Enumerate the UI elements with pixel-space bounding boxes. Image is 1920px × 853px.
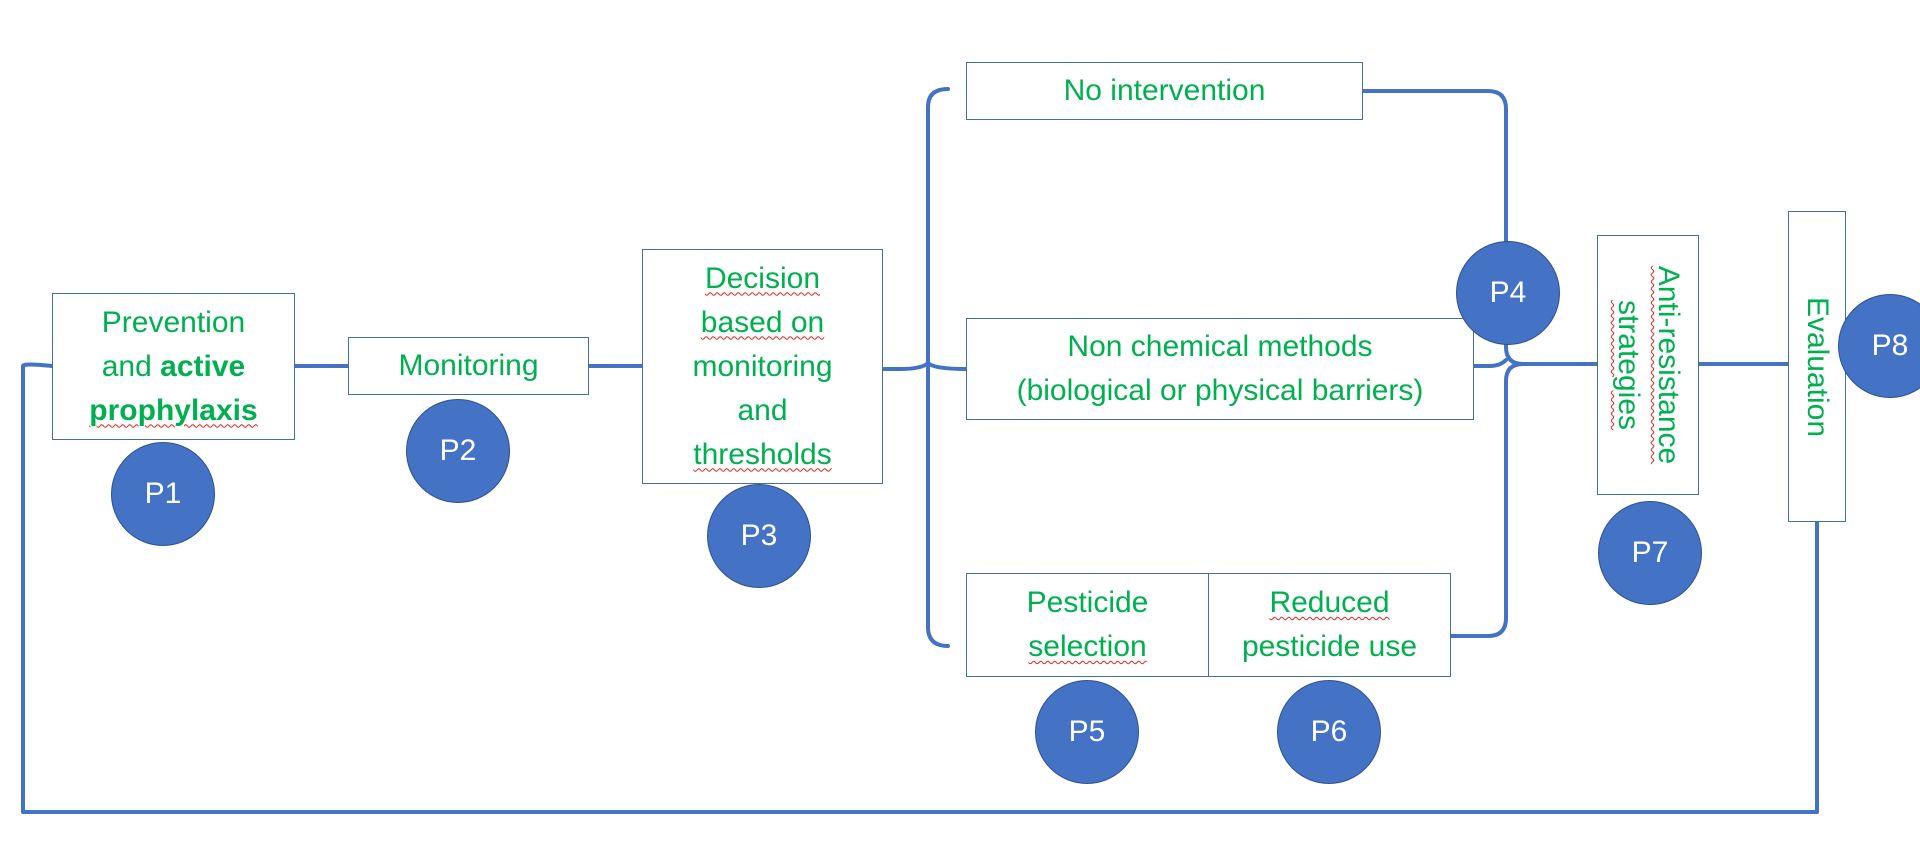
principle-circle-p5: P5 (1035, 680, 1139, 784)
reduced-pesticide-box: Reduced pesticide use (1208, 573, 1451, 677)
prevention-line2: and active (89, 345, 257, 389)
decision-line2-text: based on (700, 305, 825, 339)
principle-circle-p2: P2 (406, 399, 510, 503)
principle-circle-p1: P1 (111, 442, 215, 546)
decision-line5: thresholds (692, 433, 832, 477)
prevention-box: Prevention and active prophylaxis (52, 293, 295, 440)
anti-resistance-box: Anti-resistance strategies (1597, 235, 1699, 495)
monitoring-box: Monitoring (348, 337, 589, 395)
pesticide-selection-line1: Pesticide (1026, 586, 1149, 619)
prevention-line3-text: prophylaxis (89, 393, 258, 427)
anti-resistance-text: Anti-resistance strategies (1608, 266, 1688, 464)
decision-line4: and (737, 393, 788, 427)
anti-resistance-line2-text: strategies (1612, 299, 1645, 431)
prevention-line1: Prevention (101, 305, 246, 339)
feedback-loop-line (21, 362, 1819, 814)
evaluation-box: Evaluation (1788, 211, 1846, 522)
decision-line1: Decision (692, 257, 832, 301)
pesticide-selection-box: Pesticide selection (966, 573, 1209, 677)
left-bracket (926, 87, 950, 648)
reduced-pesticide-line1: Reduced (1242, 581, 1417, 625)
non-chemical-line2: (biological or physical barriers) (1016, 374, 1424, 407)
non-chemical-box: Non chemical methods (biological or phys… (966, 318, 1474, 420)
connector-p3-bracket (881, 361, 968, 371)
principle-circle-p6: P6 (1277, 680, 1381, 784)
principle-circle-p7: P7 (1598, 501, 1702, 605)
prevention-line3: prophylaxis (89, 389, 257, 433)
anti-resistance-line2: strategies (1608, 266, 1648, 464)
pesticide-selection-line2-text: selection (1028, 630, 1147, 663)
prevention-line2-bold: active (160, 349, 246, 383)
reduced-pesticide-line2: pesticide use (1241, 630, 1418, 663)
no-intervention-box: No intervention (966, 62, 1363, 120)
decision-box: Decision based on monitoring and thresho… (642, 249, 883, 484)
reduced-pesticide-line1-text: Reduced (1269, 586, 1390, 619)
prevention-line2-plain: and (101, 349, 161, 383)
decision-line3: monitoring (692, 349, 833, 383)
no-intervention-label: No intervention (1063, 74, 1266, 107)
connector-p4-bracket (1472, 358, 1508, 368)
decision-line1-text: Decision (704, 261, 821, 295)
principle-circle-p3: P3 (707, 484, 811, 588)
decision-line5-text: thresholds (693, 437, 832, 471)
anti-resistance-line1: Anti-resistance (1648, 266, 1688, 464)
anti-resistance-line1-text: Anti-resistance (1652, 265, 1685, 465)
decision-line2: based on (692, 301, 832, 345)
principle-circle-p4: P4 (1456, 241, 1560, 345)
monitoring-label: Monitoring (398, 349, 539, 382)
evaluation-label: Evaluation (1801, 296, 1834, 437)
non-chemical-line1: Non chemical methods (1067, 330, 1373, 363)
pesticide-selection-line2: selection (1027, 625, 1149, 669)
